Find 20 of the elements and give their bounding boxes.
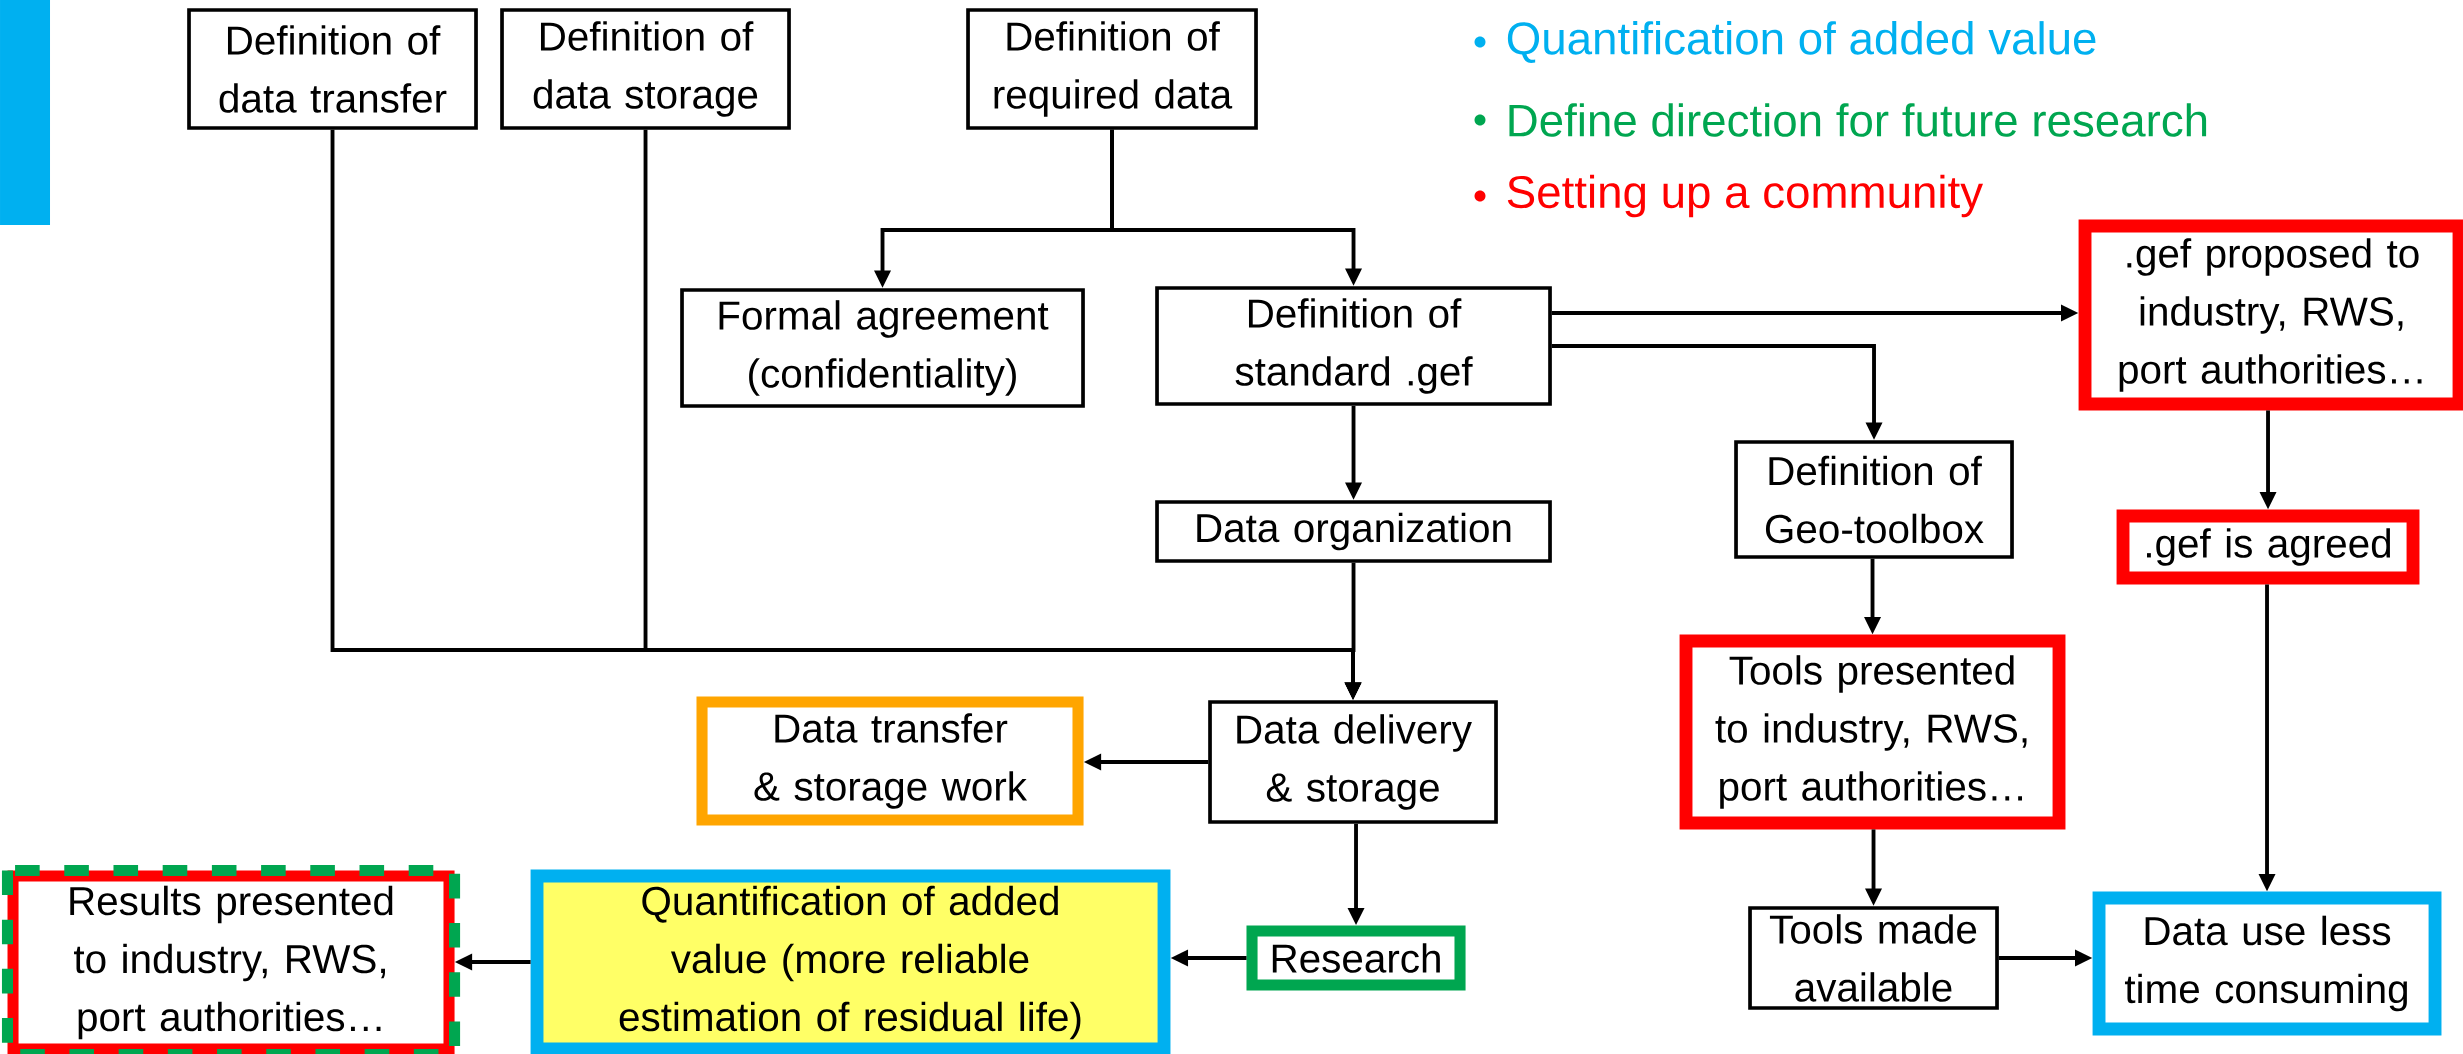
- process-box: Results presented to industry, RWS, port authorities…: [1, 864, 461, 1054]
- process-box: Tools presented to industry, RWS, port authorities…: [1679, 634, 2066, 830]
- process-box: Definition of required data: [966, 8, 1258, 130]
- process-box: Data transfer & storage work: [696, 696, 1084, 826]
- bullet-text: Quantification of added value: [1507, 21, 2096, 63]
- process-box: .gef is agreed: [2116, 509, 2420, 585]
- process-box: Definition of standard .gef: [1155, 286, 1552, 406]
- highlight-box: Quantification of added value (more reliable estimation of residual life): [530, 869, 1171, 1054]
- process-box: Data organization: [1155, 500, 1552, 563]
- bullet-text: Define direction for future research: [1509, 103, 2207, 137]
- process-box: Definition of data storage: [500, 8, 791, 130]
- process-box: Data delivery & storage: [1208, 700, 1498, 824]
- process-box: Formal agreement (confidentiality): [680, 288, 1085, 408]
- process-box: Definition of Geo-toolbox: [1734, 440, 2014, 559]
- bullet-text: Setting up a community: [1507, 174, 1983, 218]
- process-box: Research: [1246, 925, 1466, 991]
- process-box: Tools made available: [1748, 906, 1999, 1010]
- process-box: Definition of data transfer: [187, 8, 478, 130]
- process-box: .gef proposed to industry, RWS, port authorities…: [2078, 219, 2463, 411]
- process-box: Data use less time consuming: [2092, 891, 2442, 1036]
